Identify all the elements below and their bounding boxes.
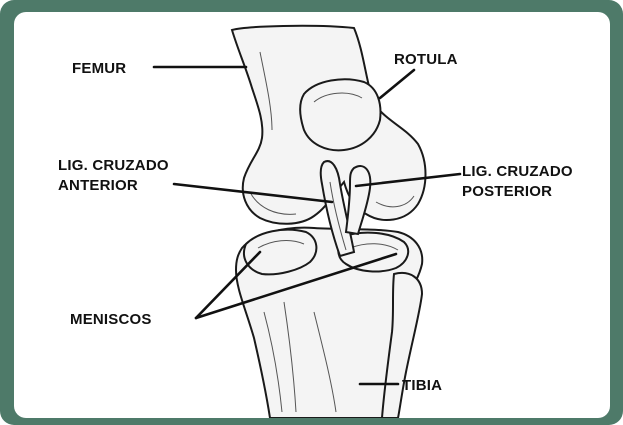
label-femur: FEMUR [72, 60, 126, 77]
rotula-bone [300, 79, 380, 150]
ligament-posterior [346, 166, 370, 234]
label-meniscos: MENISCOS [70, 311, 152, 328]
label-rotula: ROTULA [394, 51, 458, 68]
label-lig-posterior-line1: LIG. CRUZADO [462, 163, 573, 180]
label-lig-anterior-line1: LIG. CRUZADO [58, 157, 169, 174]
label-tibia: TIBIA [402, 377, 442, 394]
label-lig-posterior-line2: POSTERIOR [462, 183, 552, 200]
rotula-pointer [380, 70, 414, 98]
diagram-panel: FEMUR ROTULA LIG. CRUZADO ANTERIOR LIG. … [14, 12, 610, 418]
knee-diagram: FEMUR ROTULA LIG. CRUZADO ANTERIOR LIG. … [14, 12, 610, 418]
label-lig-anterior-line2: ANTERIOR [58, 177, 138, 194]
